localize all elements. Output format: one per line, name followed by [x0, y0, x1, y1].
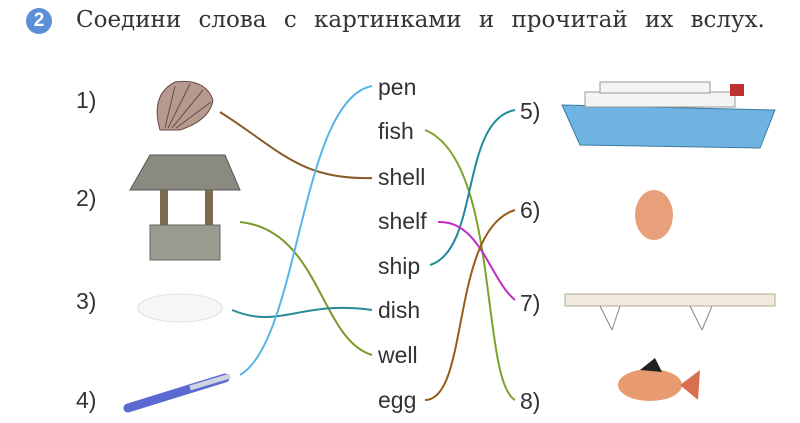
shell-picture — [156, 80, 214, 131]
word-shelf: shelf — [378, 208, 427, 234]
line-shelf — [437, 220, 516, 301]
word-dish: dish — [378, 297, 421, 323]
word-ship: ship — [378, 253, 421, 279]
task-number-badge: 2 — [26, 8, 52, 34]
line-pen — [239, 85, 373, 376]
line-ship — [429, 109, 516, 266]
pen-picture — [123, 373, 231, 413]
word-shell: shell — [378, 164, 426, 190]
well-picture — [129, 154, 241, 261]
label-8: 8) — [520, 388, 541, 414]
word-pen: pen — [378, 74, 417, 100]
line-shell — [219, 111, 373, 180]
label-6: 6) — [520, 197, 541, 223]
word-fish: fish — [378, 118, 414, 144]
shelf-picture — [564, 293, 776, 331]
ship-picture — [561, 81, 776, 149]
label-7: 7) — [520, 290, 541, 316]
line-well — [239, 221, 373, 356]
dish-picture — [137, 293, 223, 323]
fish-picture — [618, 358, 700, 401]
line-dish — [231, 306, 373, 318]
word-well: well — [378, 342, 418, 368]
label-1: 1) — [76, 87, 97, 113]
line-egg — [424, 209, 516, 401]
label-5: 5) — [520, 98, 541, 124]
task-instruction: Соедини слова с картинками и прочитай их… — [76, 7, 765, 33]
egg-picture — [635, 190, 673, 240]
label-4: 4) — [76, 387, 97, 413]
label-2: 2) — [76, 185, 97, 211]
line-fish — [424, 129, 516, 401]
label-3: 3) — [76, 288, 97, 314]
word-egg: egg — [378, 387, 417, 413]
